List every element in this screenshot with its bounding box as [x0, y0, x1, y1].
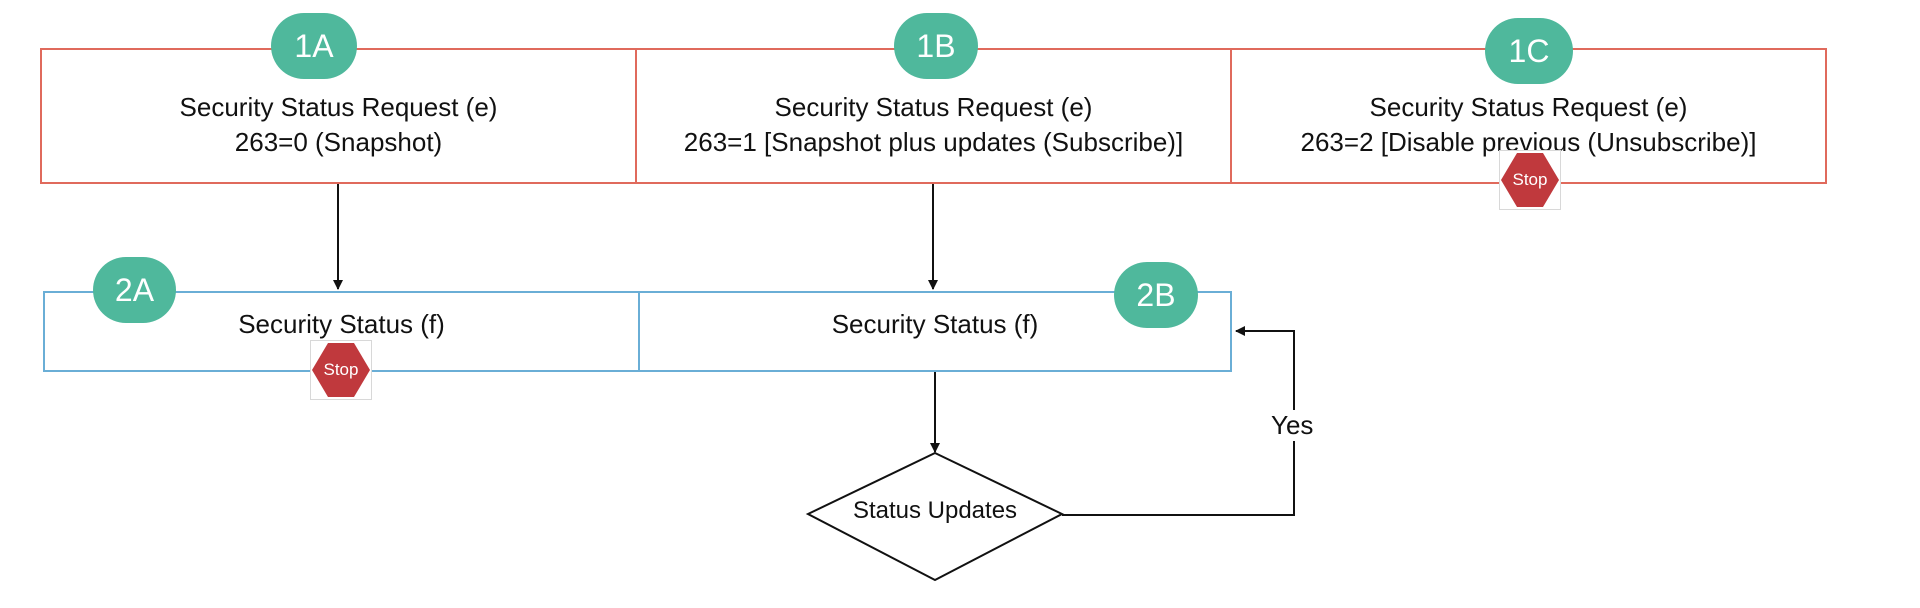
request-1a-line1: Security Status Request (e) — [179, 92, 498, 122]
request-1c-line1: Security Status Request (e) — [1369, 92, 1688, 122]
request-1b-line2: 263=1 [Snapshot plus updates (Subscribe)… — [683, 127, 1184, 157]
stop-label: Stop — [323, 360, 359, 379]
stop-label: Stop — [1512, 170, 1548, 189]
badge-2b: 2B — [1114, 262, 1198, 328]
stop-sign-icon: Stop — [310, 340, 372, 400]
request-1a-line2: 263=0 (Snapshot) — [234, 127, 443, 157]
status-2b-label: Security Status (f) — [831, 309, 1039, 339]
stop-sign-icon: Stop — [1499, 150, 1561, 210]
status-2a-label: Security Status (f) — [238, 309, 445, 339]
request-1b-line1: Security Status Request (e) — [774, 92, 1093, 122]
badge-1c: 1C — [1485, 18, 1573, 84]
yes-label: Yes — [1269, 410, 1316, 441]
badge-2a: 2A — [93, 257, 176, 323]
badge-1a: 1A — [271, 13, 357, 79]
decision-label: Status Updates — [852, 497, 1018, 524]
badge-1b: 1B — [894, 13, 978, 79]
